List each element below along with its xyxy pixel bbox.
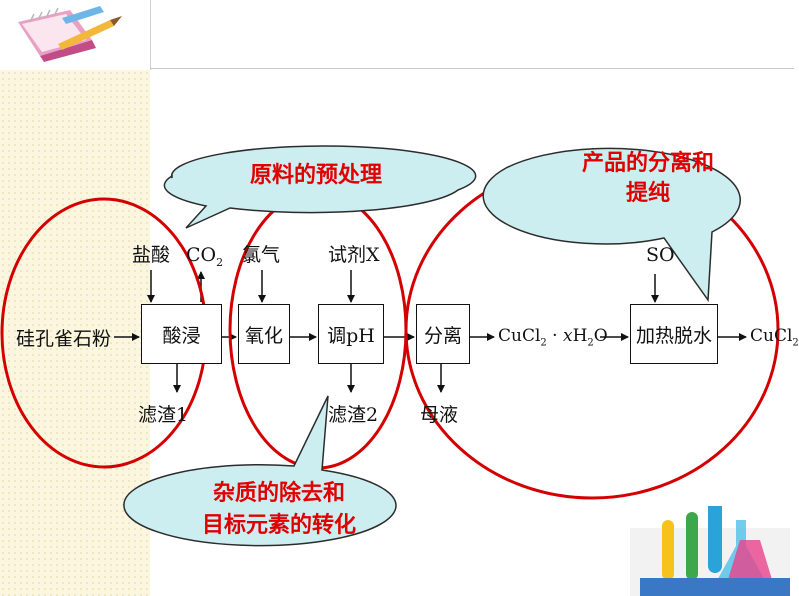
raw-material-label: 硅孔雀石粉 — [16, 328, 112, 350]
separate-box: 分离 — [416, 304, 470, 364]
chlorine-label: 氯气 — [242, 244, 281, 266]
header-divider — [150, 0, 151, 70]
header-rule — [150, 68, 794, 69]
mother-liquor-label: 母液 — [420, 404, 459, 426]
hydrochloric-acid-label: 盐酸 — [132, 244, 171, 266]
reagent-x-label: 试剂X — [328, 244, 380, 266]
acid-leach-box: 酸浸 — [141, 304, 222, 364]
callout-pretreatment-text: 原料的预处理 — [249, 163, 382, 188]
oxidize-box: 氧化 — [238, 304, 290, 364]
callout-separation-bubble — [482, 147, 741, 303]
residue1-label: 滤渣1 — [138, 404, 189, 426]
co2-label: CO2 — [186, 244, 224, 269]
so2-label: SO — [646, 244, 675, 266]
adjust-ph-box: 调pH — [318, 304, 384, 364]
callout-impurity-bubble — [123, 395, 397, 547]
header-bar — [0, 0, 794, 70]
hydrate-label: CuCl2 · xH2O — [498, 326, 608, 349]
callout-separation-line1: 产品的分离和 — [581, 151, 714, 176]
callout-impurity-line1: 杂质的除去和 — [212, 481, 345, 506]
callout-impurity-line2: 目标元素的转化 — [201, 513, 356, 538]
residue2-label: 滤渣2 — [328, 404, 379, 426]
callout-separation-line2: 提纯 — [625, 181, 670, 206]
notebook-pencil-icon — [18, 6, 122, 62]
product-label: CuCl2 — [750, 326, 799, 349]
callout-pretreatment-bubble — [163, 145, 477, 229]
heat-dehydrate-box: 加热脱水 — [630, 304, 718, 364]
